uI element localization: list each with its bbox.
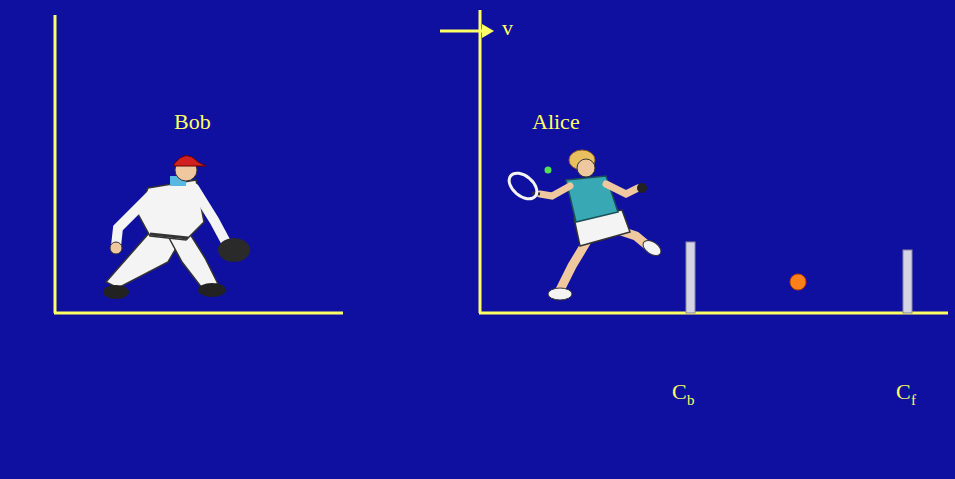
frame-axis (54, 312, 343, 315)
clock-bar (686, 242, 695, 313)
player-head (577, 159, 595, 177)
tennis-racket (504, 168, 541, 204)
frame-name: Bob (174, 111, 211, 133)
player-glove (637, 183, 647, 193)
clock-subscript: f (911, 393, 916, 408)
player-arm (540, 186, 570, 196)
baseball-player (103, 155, 250, 299)
ball (790, 274, 806, 290)
clock-label: C (672, 381, 687, 403)
frame-axis (479, 10, 482, 313)
clock-label: C (896, 381, 911, 403)
tennis-player (504, 150, 663, 300)
player-shoe (640, 237, 663, 258)
frame-name: Alice (532, 111, 580, 133)
tennis-ball (545, 167, 552, 174)
player-shoe (198, 283, 226, 297)
clock-subscript: b (687, 393, 695, 408)
player-arm (194, 188, 228, 246)
player-arm (116, 196, 150, 246)
player-hand (110, 242, 122, 254)
player-shoe (548, 288, 572, 300)
player-arm (606, 184, 638, 194)
player-shoe (103, 285, 129, 299)
velocity-label: v (502, 17, 513, 39)
baseball-glove (218, 238, 250, 262)
velocity-arrow (440, 30, 484, 33)
arrow-head (482, 24, 494, 38)
frame-axis (479, 312, 948, 315)
frame-axis (54, 15, 57, 313)
baseball-cap (174, 155, 206, 166)
clock-bar (903, 250, 912, 313)
player-belt (150, 234, 188, 238)
player-leg (168, 234, 218, 288)
